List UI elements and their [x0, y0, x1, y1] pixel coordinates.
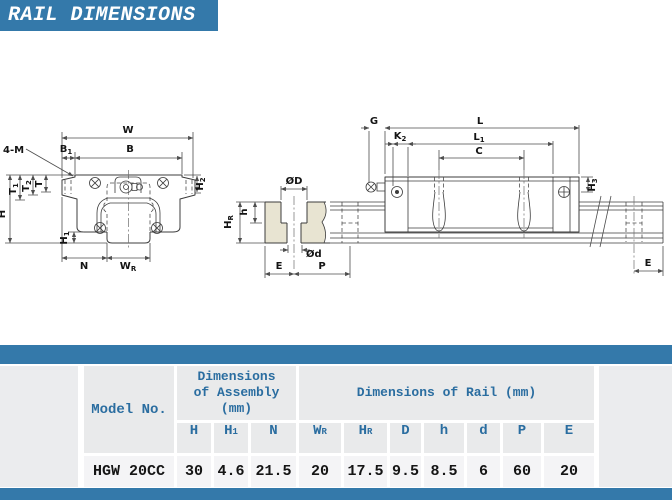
assembly-group-line2: of Assembly	[193, 385, 280, 400]
label-t2: T2	[21, 180, 33, 192]
assembly-group-line1: Dimensions	[197, 369, 276, 384]
title-bar: RAIL DIMENSIONS	[0, 0, 218, 31]
label-od-big: ØD	[286, 175, 303, 187]
label-p: P	[318, 261, 325, 272]
model-no-header: Model No.	[84, 366, 174, 453]
cell-d: 9.5	[390, 456, 421, 487]
label-h3: H3	[587, 178, 599, 191]
separator-band-top	[0, 345, 672, 364]
label-w: W	[122, 125, 133, 136]
label-od-small: Ød	[306, 248, 322, 260]
label-c: C	[475, 146, 482, 157]
cell-e: 20	[544, 456, 594, 487]
cell-hh: 8.5	[424, 456, 464, 487]
col-header-d: D	[390, 423, 421, 453]
label-b1: B1	[60, 144, 73, 156]
cell-h1: 4.6	[214, 456, 248, 487]
label-b: B	[126, 144, 134, 155]
cell-n: 21.5	[251, 456, 296, 487]
assembly-group-line3: (mm)	[220, 401, 253, 416]
label-e-right: E	[645, 258, 652, 269]
label-l1: L1	[473, 132, 484, 144]
cell-dd: 6	[467, 456, 500, 487]
engineering-drawing: 4-M W B1 B T T2 T1 H H1 H2 N WR	[0, 116, 664, 278]
col-header-p: P	[503, 423, 541, 453]
label-e-left: E	[276, 261, 283, 272]
page-title: RAIL DIMENSIONS	[8, 4, 196, 27]
side-view-drawing: G L K2 L1 C H3 E	[330, 116, 664, 276]
label-n: N	[80, 261, 88, 272]
col-header-h: H	[177, 423, 211, 453]
screw-holes	[89, 177, 169, 234]
label-rail-h: h	[239, 208, 250, 215]
assembly-group-header: Dimensions of Assembly (mm)	[177, 366, 296, 420]
rail-group-header: Dimensions of Rail (mm)	[299, 366, 594, 420]
label-t: T	[34, 180, 45, 187]
cell-hr: 17.5	[344, 456, 387, 487]
table-left-margin	[0, 366, 78, 487]
label-h1: H1	[59, 231, 71, 244]
label-l: L	[477, 116, 484, 127]
col-header-hh: h	[424, 423, 464, 453]
cell-h: 30	[177, 456, 211, 487]
label-hr: HR	[223, 215, 235, 229]
label-wr: WR	[120, 261, 137, 273]
cell-model: HGW 20CC	[84, 456, 174, 487]
table-right-margin	[599, 366, 672, 487]
col-header-dd: d	[467, 423, 500, 453]
dimensions-table: Model No. Dimensions of Assembly (mm) Di…	[84, 366, 594, 487]
cell-wr: 20	[299, 456, 341, 487]
label-g: G	[370, 116, 378, 127]
col-header-n: N	[251, 423, 296, 453]
label-k2: K2	[394, 131, 407, 143]
col-header-e: E	[544, 423, 594, 453]
label-4m: 4-M	[3, 145, 24, 156]
separator-band-bottom	[0, 488, 672, 500]
label-h: H	[0, 210, 8, 218]
front-view-drawing: 4-M W B1 B T T2 T1 H H1 H2 N WR	[0, 125, 207, 273]
cell-p: 60	[503, 456, 541, 487]
rail-section-drawing: ØD Ød h HR E P	[223, 175, 359, 278]
label-h2: H2	[195, 177, 207, 190]
label-t1: T1	[8, 183, 20, 195]
